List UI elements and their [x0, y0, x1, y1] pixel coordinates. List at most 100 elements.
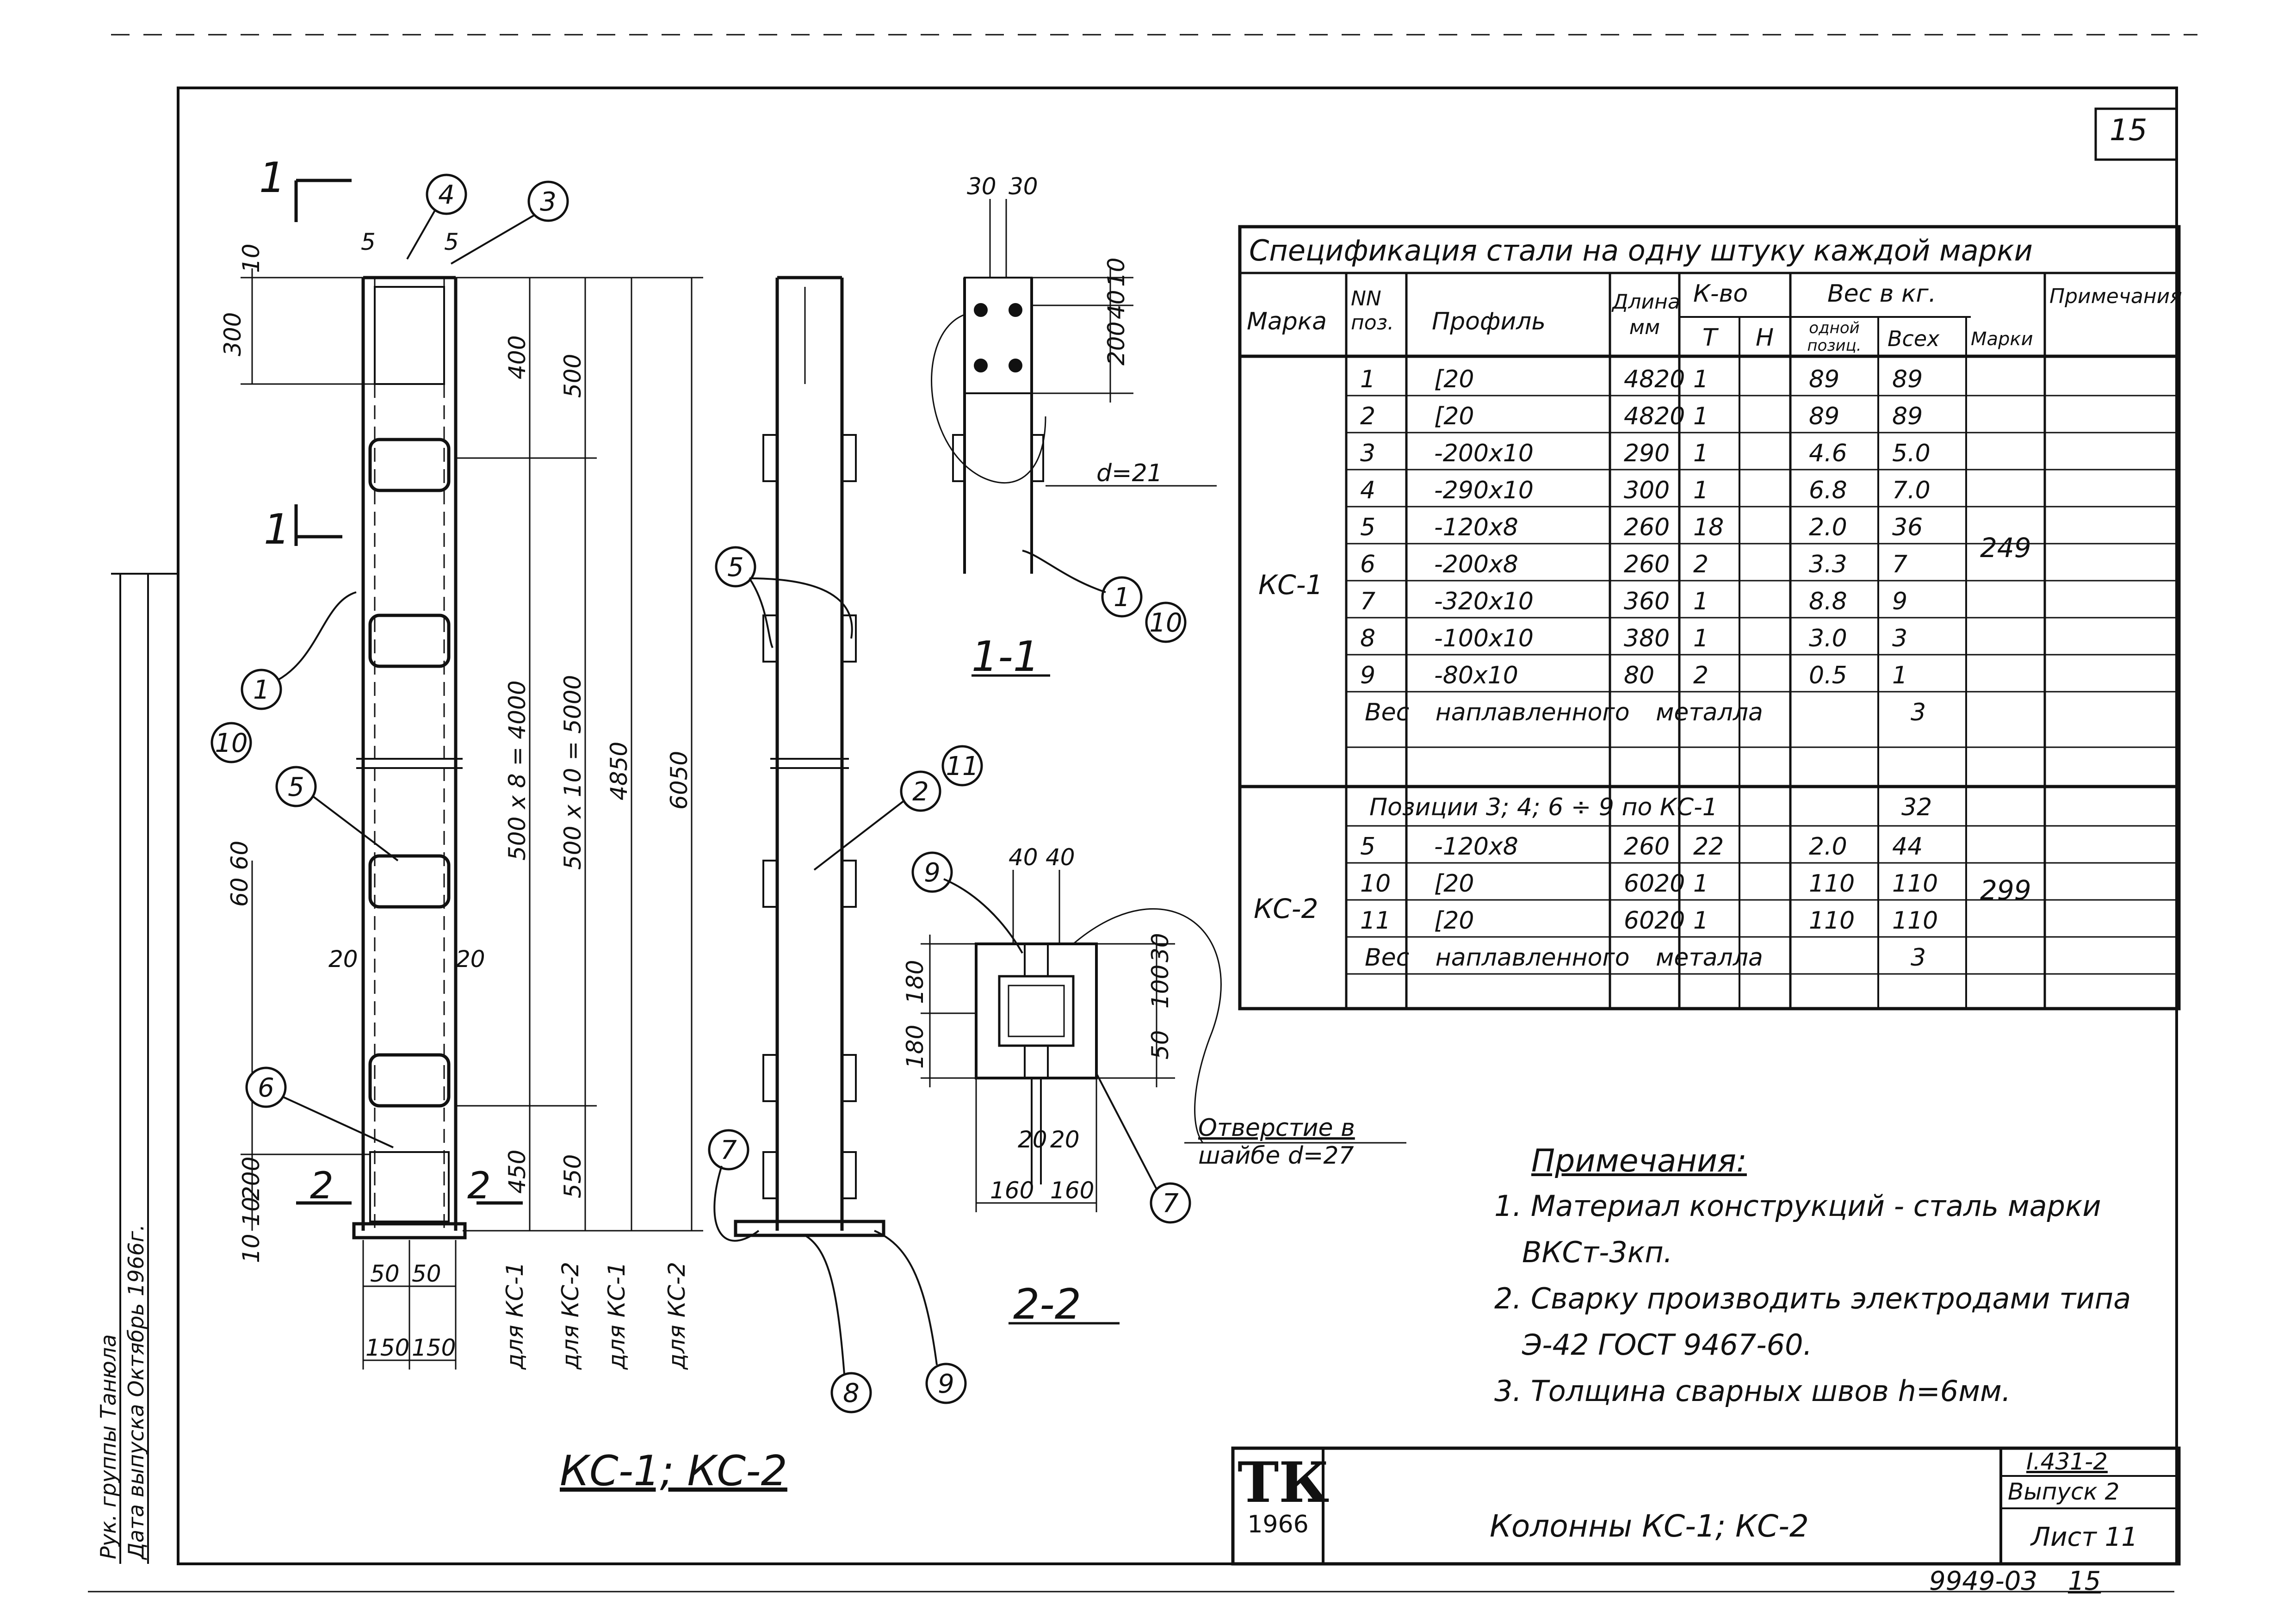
dim-20-left: 20: [328, 946, 358, 973]
dim-40-sec: 40: [1103, 290, 1130, 319]
spec-header-mark: Марка: [1247, 308, 1327, 335]
ks1-row-5-pos: 5: [1360, 514, 1376, 541]
ks1-row-1-one: 89: [1809, 366, 1840, 393]
callout-1-sec: 1: [1114, 583, 1130, 613]
ks1-row-6-one: 3.3: [1809, 551, 1847, 578]
hole-note-line-1: Отверстие в: [1198, 1114, 1355, 1142]
dim-50-left: 50: [370, 1260, 400, 1287]
ks1-row-6-profile: -200x8: [1434, 551, 1518, 578]
sheet-title: Колонны КС-1; КС-2: [1490, 1508, 1809, 1544]
callout-leaders: [277, 210, 1157, 1375]
side-stamp-lines: [111, 573, 178, 1564]
ks1-row-7-pos: 7: [1360, 588, 1376, 615]
dim-160-b: 160: [1050, 1177, 1094, 1204]
ks1-row-4-all: 7.0: [1892, 477, 1931, 504]
dim-50-right: 50: [412, 1260, 441, 1287]
ks1-row-3-t: 1: [1693, 440, 1709, 467]
ks2-row-2-profile: [20: [1434, 870, 1474, 898]
side-stamp-line-2: Дата выпуска Октябрь 1966г.: [124, 1224, 149, 1560]
ks2-row-3-pos: 11: [1360, 907, 1391, 935]
note-1: 1. Материал конструкций - сталь марки: [1494, 1189, 2101, 1223]
ks2-row-1-all: 44: [1892, 833, 1923, 861]
dim-180-b: 180: [902, 1025, 928, 1069]
ks1-row-3-length: 290: [1624, 440, 1670, 467]
ks1-row-9-length: 80: [1624, 662, 1655, 689]
dim-20-b: 20: [1050, 1126, 1080, 1153]
section-1-1-drawing: [931, 199, 1217, 677]
spec-header-qty: К-во: [1693, 280, 1748, 308]
dim-200: 200: [238, 1157, 265, 1201]
ks1-row-2-profile: [20: [1434, 403, 1474, 430]
stamp-series: I.431-2: [2026, 1448, 2108, 1475]
ks1-row-8-pos: 8: [1360, 625, 1376, 652]
spec-header-weight: Вес в кг.: [1827, 280, 1937, 308]
dim-30-a: 30: [967, 173, 996, 200]
cut-mark-1-top: 1: [259, 154, 285, 202]
ks1-row-6-length: 260: [1624, 551, 1670, 578]
ks2-row-1-profile: -120x8: [1434, 833, 1518, 861]
ks1-row-8-all: 3: [1892, 625, 1908, 652]
ks1-row-6-pos: 6: [1360, 551, 1376, 578]
ks1-row-2-pos: 2: [1360, 403, 1376, 430]
ks1-row-4-length: 300: [1624, 477, 1670, 504]
cut-mark-2-right: 2: [467, 1164, 491, 1207]
column-elevation-view: [294, 179, 523, 1240]
d21-label: d=21: [1096, 459, 1163, 487]
dim-20-right: 20: [456, 946, 485, 973]
spec-table-grid: [1238, 225, 2181, 1010]
ks1-row-2-t: 1: [1693, 403, 1709, 430]
spec-header-qty-n: Н: [1756, 324, 1774, 352]
spec-header-qty-t: Т: [1702, 324, 1717, 352]
ks1-row-9-one: 0.5: [1809, 662, 1847, 689]
dim-450: 450: [504, 1150, 531, 1194]
ks1-row-8-length: 380: [1624, 625, 1670, 652]
callout-5: 5: [288, 772, 304, 802]
logo-year: 1966: [1247, 1511, 1309, 1538]
dim-150-right: 150: [412, 1334, 456, 1361]
ks2-mark: КС-2: [1254, 893, 1318, 924]
callout-7-sec: 7: [1162, 1189, 1179, 1219]
ks2-row-2-one: 110: [1809, 870, 1855, 898]
spec-header-pos: NN поз.: [1351, 287, 1394, 335]
callout-bubbles: [210, 174, 1191, 1413]
dim-200-sec: 200: [1103, 322, 1130, 366]
spec-header-profile: Профиль: [1432, 308, 1546, 335]
ks1-row-9-profile: -80x10: [1434, 662, 1518, 689]
ks1-row-2-all: 89: [1892, 403, 1923, 430]
ks1-row-1-profile: [20: [1434, 366, 1474, 393]
ks2-total: 299: [1980, 874, 2031, 906]
callout-7: 7: [720, 1135, 737, 1165]
ks1-row-3-profile: -200x10: [1434, 440, 1534, 467]
ks1-row-5-t: 18: [1693, 514, 1724, 541]
ks2-row-2-pos: 10: [1360, 870, 1391, 898]
ks2-row-3-t: 1: [1693, 907, 1709, 935]
spec-header-weight-all: Всех: [1888, 326, 1940, 351]
ks2-row-2-length: 6020: [1624, 870, 1685, 898]
spec-title: Спецификация стали на одну штуку каждой …: [1249, 234, 2033, 267]
logo-text: ТК: [1238, 1450, 1330, 1515]
ks2-row-1-pos: 5: [1360, 833, 1376, 861]
dim-500: 500: [559, 354, 586, 398]
ks2-row-3-profile: [20: [1434, 907, 1474, 935]
callout-9: 9: [938, 1369, 954, 1399]
dim-4850: 4850: [606, 742, 632, 800]
callout-5-b: 5: [727, 552, 744, 583]
section-1-1-label: 1-1: [972, 632, 1040, 681]
ks1-row-3-all: 5.0: [1892, 440, 1931, 467]
dim-6050: 6050: [666, 751, 693, 810]
dim-5-a: 5: [361, 229, 376, 255]
ks1-row-6-t: 2: [1693, 551, 1709, 578]
ks2-row-3-length: 6020: [1624, 907, 1685, 935]
dim-60-60: 60 60: [226, 841, 253, 907]
ks1-row-7-all: 9: [1892, 588, 1908, 615]
note-1b: ВКСт-3кп.: [1522, 1235, 1673, 1269]
callout-6: 6: [258, 1073, 274, 1103]
ks1-weld-label: Вес наплавленного металла: [1365, 699, 1763, 726]
ks2-weld-label: Вес наплавленного металла: [1365, 944, 1763, 972]
dim-300: 300: [219, 312, 246, 356]
ks2-positions-label: Позиции 3; 4; 6 ÷ 9 по КС-1: [1369, 793, 1718, 821]
section-2-2-drawing: [921, 870, 1406, 1325]
view-labels: 1 1 2 2 КС-1; КС-2 1-1 2-2 d=21 Отверсти…: [259, 154, 1355, 1495]
ks2-weld-value: 3: [1911, 944, 1926, 972]
dim-180-a: 180: [902, 960, 928, 1004]
